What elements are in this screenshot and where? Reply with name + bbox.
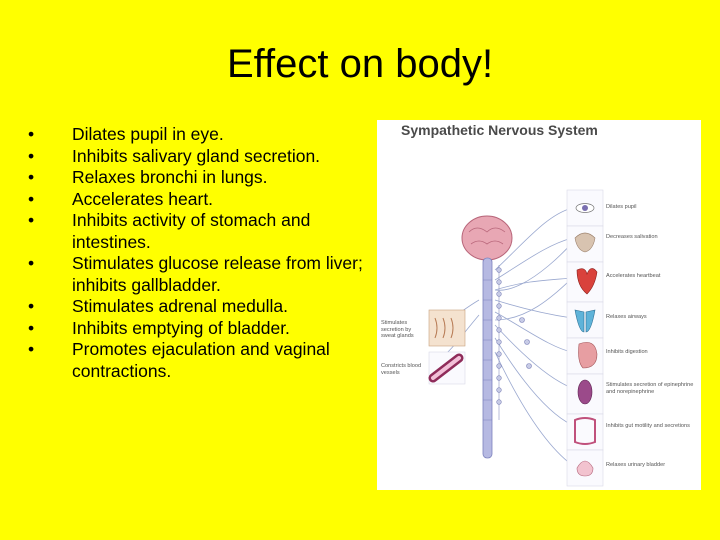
bullet-item: • Promotes ejaculation and vaginal contra… <box>28 339 373 382</box>
bullet-item: • Stimulates glucose release from liver; … <box>28 253 373 296</box>
ganglia-chain <box>496 265 532 420</box>
figure-label: Inhibits gut motility and secretions <box>606 423 690 429</box>
bullet-item: • Accelerates heart. <box>28 189 373 211</box>
bullet-text: Accelerates heart. <box>72 188 214 209</box>
bullet-text: Promotes ejaculation and vaginal contrac… <box>72 339 330 381</box>
bullet-item: • Relaxes bronchi in lungs. <box>28 167 373 189</box>
bullet-marker: • <box>28 296 35 316</box>
bullet-text: Inhibits salivary gland secretion. <box>72 145 321 166</box>
bullet-item: • Dilates pupil in eye. <box>28 124 373 146</box>
bullet-marker: • <box>28 167 35 187</box>
bullet-text: Inhibits activity of stomach and intesti… <box>72 210 311 252</box>
figure-label: Relaxes urinary bladder <box>606 462 666 468</box>
bullet-text: Inhibits emptying of bladder. <box>72 317 290 338</box>
figure-title: Sympathetic Nervous System <box>401 122 598 138</box>
figure-label: Accelerates heartbeat <box>606 273 661 279</box>
figure-label: Stimulates secretion of epinephrine and … <box>606 382 694 395</box>
bullet-marker: • <box>28 210 35 230</box>
spinal-cord-icon <box>482 257 493 459</box>
bullet-text: Dilates pupil in eye. <box>72 124 224 144</box>
bullet-item: • Stimulates adrenal medulla. <box>28 296 373 318</box>
bullet-text: Stimulates glucose release from liver; i… <box>72 253 363 295</box>
bullet-marker: • <box>28 317 35 338</box>
bullet-marker: • <box>28 188 35 209</box>
figure-label: Decreases salivation <box>606 234 658 240</box>
bullet-text: Relaxes bronchi in lungs. <box>72 167 268 187</box>
nervous-system-diagram <box>428 189 604 487</box>
sympathetic-nervous-system-figure: Sympathetic Nervous System Dilates pupil… <box>377 120 701 490</box>
slide-title: Effect on body! <box>226 42 494 86</box>
bullet-marker: • <box>28 145 35 166</box>
bullet-text: Stimulates adrenal medulla. <box>72 296 288 316</box>
figure-label: Stimulates secretion by sweat glands <box>381 320 414 339</box>
figure-label: Inhibits digestion <box>606 349 648 355</box>
lungs-icon <box>566 301 604 339</box>
bullet-marker: • <box>28 253 35 273</box>
bullet-marker: • <box>28 124 35 144</box>
bullet-item: • Inhibits emptying of bladder. <box>28 318 373 340</box>
figure-label: Relaxes airways <box>606 314 647 320</box>
brain-icon <box>461 215 513 261</box>
bullet-marker: • <box>28 339 35 359</box>
figure-label: Constricts blood vessels <box>381 363 422 376</box>
bullet-item: • Inhibits salivary gland secretion. <box>28 146 373 168</box>
bullet-list: • Dilates pupil in eye. • Inhibits salivar… <box>28 124 373 382</box>
bullet-item: • Inhibits activity of stomach and intest… <box>28 210 373 253</box>
figure-label: Dilates pupil <box>606 204 637 210</box>
sweat-gland-icon <box>428 309 466 347</box>
